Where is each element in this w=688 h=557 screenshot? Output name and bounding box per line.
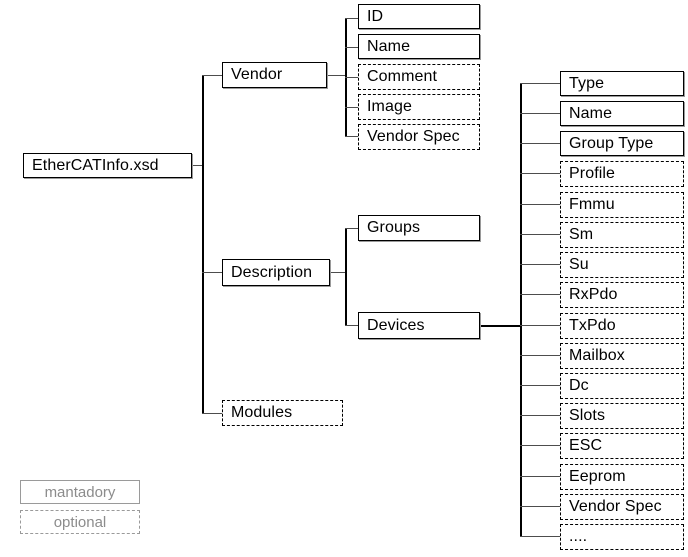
node-label: Groups bbox=[367, 219, 421, 236]
node-description[interactable]: Description bbox=[222, 259, 330, 286]
node-device-txpdo[interactable]: TxPdo bbox=[560, 313, 684, 339]
edge-vendor-to-id bbox=[345, 18, 359, 19]
node-label: Vendor Spec bbox=[367, 128, 460, 145]
legend-optional: optional bbox=[20, 510, 140, 534]
node-device-name[interactable]: Name bbox=[560, 101, 684, 126]
legend-mandatory: mantadory bbox=[20, 480, 140, 504]
edge-vendor-to-comment bbox=[345, 77, 359, 78]
edge-devices-to-more bbox=[520, 536, 561, 537]
edge-devices-to-name bbox=[520, 113, 561, 114]
node-device-slots[interactable]: Slots bbox=[560, 403, 684, 429]
node-label: Dc bbox=[569, 377, 589, 394]
node-label: Mailbox bbox=[569, 347, 625, 364]
node-device-profile[interactable]: Profile bbox=[560, 161, 684, 187]
node-device-rxpdo[interactable]: RxPdo bbox=[560, 282, 684, 308]
legend-label: optional bbox=[53, 513, 107, 531]
node-label: TxPdo bbox=[569, 317, 616, 334]
node-device-dc[interactable]: Dc bbox=[560, 373, 684, 399]
edge-devices-trunk bbox=[520, 83, 522, 536]
node-modules[interactable]: Modules bbox=[222, 400, 343, 426]
edge-devices-to-txpdo bbox=[520, 325, 561, 326]
edge-description-stub bbox=[330, 272, 346, 273]
node-device-group-type[interactable]: Group Type bbox=[560, 131, 684, 156]
edge-devices-to-group-type bbox=[520, 143, 561, 144]
node-label: Type bbox=[569, 74, 605, 92]
node-label: Vendor bbox=[231, 66, 283, 83]
edge-vendor-to-image bbox=[345, 107, 359, 108]
edge-vendor-to-vendor-spec bbox=[345, 136, 359, 137]
node-groups[interactable]: Groups bbox=[358, 215, 480, 241]
node-ethercatinfo-xsd[interactable]: EtherCATInfo.xsd bbox=[23, 153, 192, 178]
node-label: Comment bbox=[367, 68, 438, 85]
node-label: Vendor Spec bbox=[569, 498, 662, 515]
node-device-sm[interactable]: Sm bbox=[560, 222, 684, 248]
node-device-more[interactable]: .... bbox=[560, 524, 684, 550]
node-label: Name bbox=[367, 37, 411, 55]
edge-devices-to-sm bbox=[520, 234, 561, 235]
node-label: Name bbox=[569, 104, 613, 122]
node-device-type[interactable]: Type bbox=[560, 71, 684, 96]
node-device-su[interactable]: Su bbox=[560, 252, 684, 278]
edge-vendor-stub bbox=[327, 75, 346, 76]
node-vendor-comment[interactable]: Comment bbox=[358, 64, 480, 90]
edge-root-trunk bbox=[202, 75, 204, 414]
edge-root-to-modules bbox=[202, 413, 223, 414]
edge-devices-to-dc bbox=[520, 385, 561, 386]
edge-devices-to-rxpdo bbox=[520, 294, 561, 295]
node-vendor[interactable]: Vendor bbox=[222, 62, 327, 88]
node-label: Slots bbox=[569, 407, 606, 424]
node-device-esc[interactable]: ESC bbox=[560, 433, 684, 459]
node-label: Eeprom bbox=[569, 468, 626, 485]
node-label: .... bbox=[569, 528, 588, 545]
edge-devices-stub bbox=[480, 325, 522, 327]
edge-root-to-vendor bbox=[202, 75, 223, 76]
edge-root-to-description bbox=[202, 272, 223, 273]
node-device-fmmu[interactable]: Fmmu bbox=[560, 192, 684, 218]
edge-devices-to-type bbox=[520, 83, 561, 84]
edge-devices-to-esc bbox=[520, 445, 561, 446]
edge-devices-to-mailbox bbox=[520, 355, 561, 356]
node-label: Description bbox=[231, 263, 313, 281]
node-label: EtherCATInfo.xsd bbox=[32, 156, 159, 174]
node-label: ESC bbox=[569, 437, 603, 454]
node-label: Group Type bbox=[569, 134, 654, 152]
node-vendor-id[interactable]: ID bbox=[358, 4, 480, 29]
node-label: Sm bbox=[569, 226, 594, 243]
node-label: Modules bbox=[231, 404, 293, 421]
edge-description-to-groups bbox=[345, 228, 359, 229]
edge-description-trunk bbox=[345, 228, 347, 326]
node-label: Su bbox=[569, 256, 589, 273]
legend-label: mantadory bbox=[44, 483, 116, 501]
node-label: Image bbox=[367, 98, 412, 115]
node-label: ID bbox=[367, 7, 384, 25]
node-label: Profile bbox=[569, 165, 616, 182]
node-vendor-name[interactable]: Name bbox=[358, 34, 480, 59]
node-devices[interactable]: Devices bbox=[358, 312, 480, 339]
node-vendor-vendor-spec[interactable]: Vendor Spec bbox=[358, 124, 480, 150]
node-label: RxPdo bbox=[569, 286, 618, 303]
node-device-mailbox[interactable]: Mailbox bbox=[560, 343, 684, 369]
edge-devices-to-slots bbox=[520, 415, 561, 416]
edge-description-to-devices bbox=[345, 325, 359, 326]
node-label: Devices bbox=[367, 316, 425, 334]
node-vendor-image[interactable]: Image bbox=[358, 94, 480, 120]
edge-devices-to-profile bbox=[520, 173, 561, 174]
edge-root-stub bbox=[192, 165, 203, 166]
edge-devices-to-eeprom bbox=[520, 476, 561, 477]
edge-devices-to-su bbox=[520, 264, 561, 265]
node-label: Fmmu bbox=[569, 196, 615, 213]
edge-devices-to-fmmu bbox=[520, 204, 561, 205]
node-device-vendor-spec[interactable]: Vendor Spec bbox=[560, 494, 684, 520]
edge-devices-to-vendor-spec bbox=[520, 506, 561, 507]
node-device-eeprom[interactable]: Eeprom bbox=[560, 464, 684, 490]
edge-vendor-to-name bbox=[345, 47, 359, 48]
